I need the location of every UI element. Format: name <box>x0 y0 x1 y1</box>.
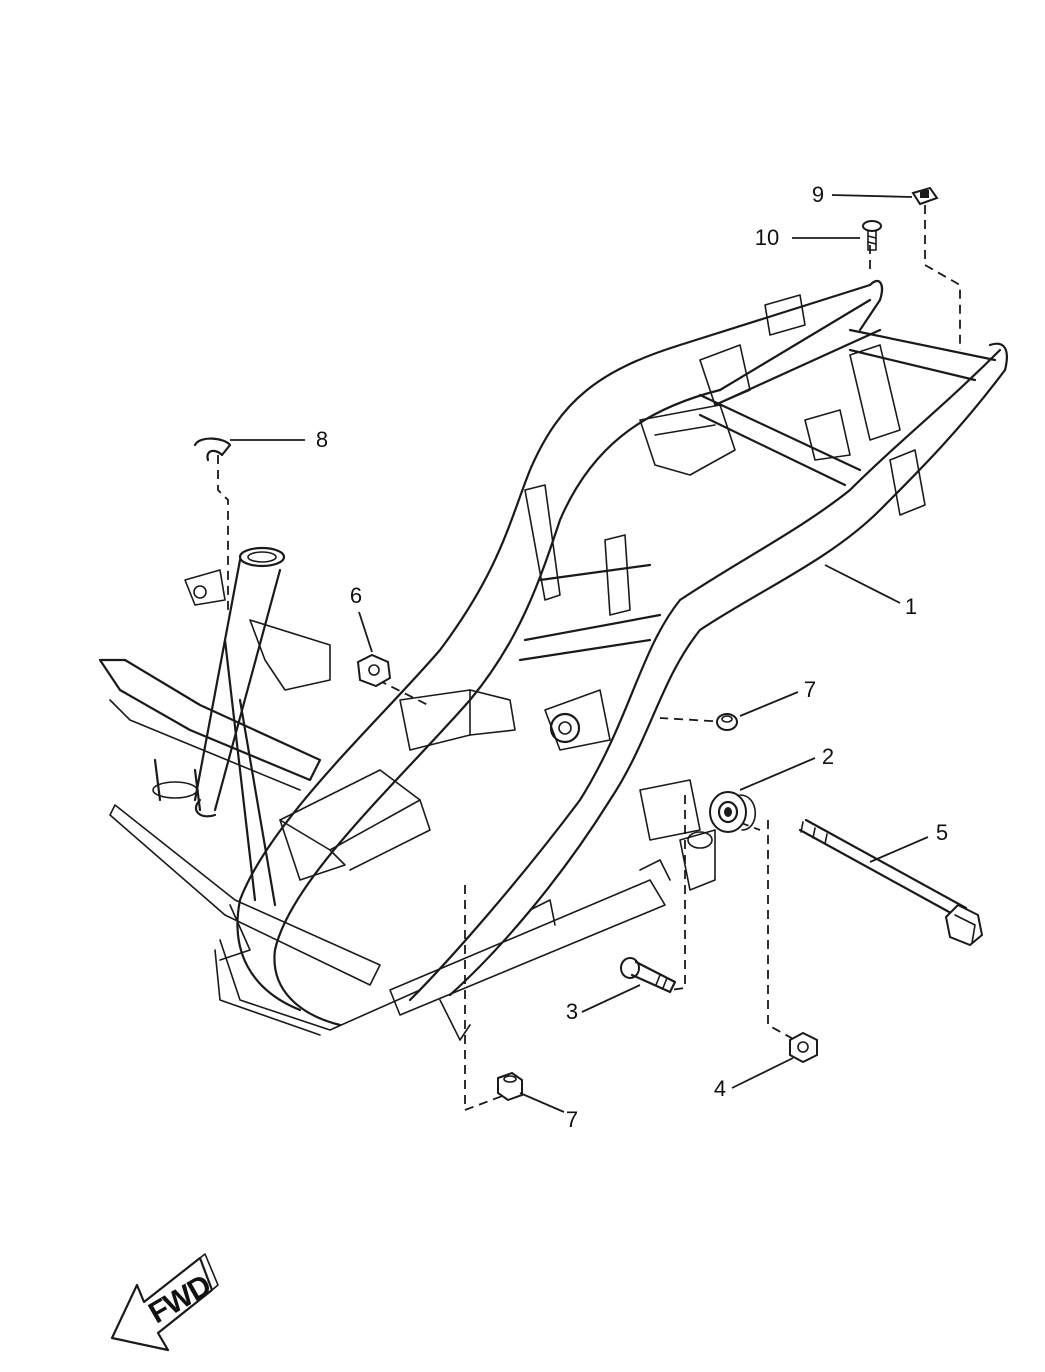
callout-2: 2 <box>821 744 835 769</box>
leader-7-upper <box>739 691 799 717</box>
leader-9 <box>831 194 913 198</box>
callout-3: 3 <box>565 999 579 1024</box>
callout-6: 6 <box>349 583 363 608</box>
callout-9: 9 <box>811 182 825 207</box>
clip-nut-part-9 <box>911 186 939 206</box>
leader-6 <box>358 611 373 653</box>
callout-7a: 7 <box>803 677 817 702</box>
bolt-part-3 <box>620 957 677 994</box>
leader-lines <box>230 194 929 1113</box>
callout-5: 5 <box>935 820 949 845</box>
bushing-part-2 <box>709 791 756 833</box>
leader-7-lower <box>519 1092 565 1113</box>
collar-nut-part-7-lower <box>497 1071 523 1102</box>
callout-1: 1 <box>904 594 918 619</box>
screw-part-10 <box>862 220 882 251</box>
main-frame <box>214 279 1008 1041</box>
leader-1 <box>824 564 901 604</box>
callout-10: 10 <box>754 225 780 250</box>
leader-5 <box>869 836 929 863</box>
fwd-arrow <box>110 1253 219 1352</box>
clip-part-8 <box>193 437 232 462</box>
collar-nut-part-7-upper <box>716 713 738 731</box>
nut-part-4 <box>789 1031 818 1064</box>
head-pipe <box>98 546 381 986</box>
leader-3 <box>581 984 641 1013</box>
callout-7b: 7 <box>565 1107 579 1132</box>
nut-part-6 <box>356 653 392 688</box>
hardware <box>193 186 984 1102</box>
leader-4 <box>731 1057 794 1089</box>
callout-4: 4 <box>713 1076 727 1101</box>
callout-8: 8 <box>315 427 329 452</box>
leader-2 <box>739 757 816 791</box>
bolt-part-5 <box>798 818 984 947</box>
